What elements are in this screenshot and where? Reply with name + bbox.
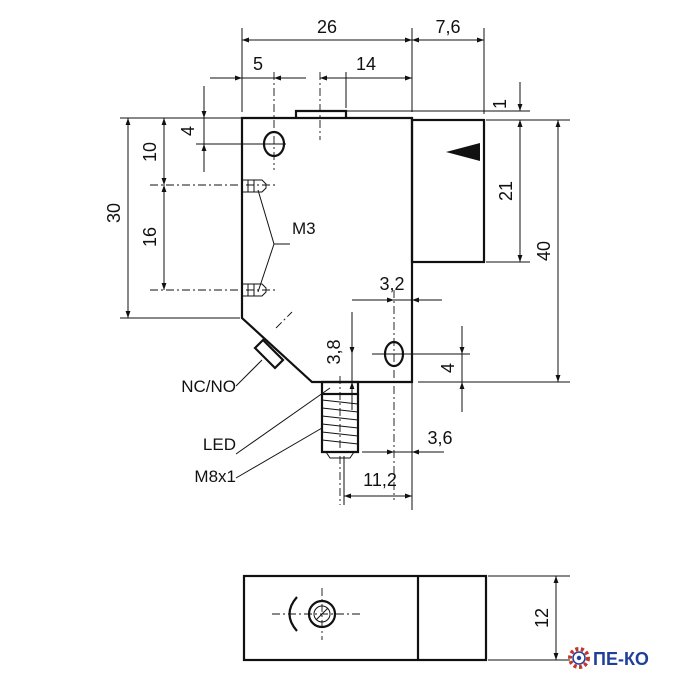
dim-4-top: 4: [178, 126, 198, 136]
dim-30: 30: [104, 203, 124, 223]
dim-14: 14: [356, 54, 376, 74]
dim-1: 1: [490, 99, 510, 109]
dim-16: 16: [140, 227, 160, 247]
dim-5: 5: [253, 54, 263, 74]
sensor-body-side-view: [240, 109, 486, 459]
dim-11-2: 11,2: [363, 470, 397, 490]
dimension-lines: [125, 37, 561, 499]
dim-10: 10: [140, 142, 160, 162]
label-nc-no: NC/NO: [181, 377, 236, 396]
dim-3-8: 3,8: [324, 339, 344, 364]
sensor-body-top-view: [242, 574, 570, 662]
lens-arrow-icon: [446, 143, 480, 161]
label-m3: M3: [292, 219, 316, 238]
dim-7-6: 7,6: [435, 17, 460, 37]
dim-3-2: 3,2: [379, 274, 404, 294]
dim-40: 40: [534, 241, 554, 261]
dim-21: 21: [496, 181, 516, 201]
dim-4-bottom: 4: [438, 363, 458, 373]
label-led: LED: [203, 435, 236, 454]
dim-26: 26: [317, 17, 337, 37]
center-lines: [150, 72, 470, 505]
gear-icon: [568, 647, 590, 669]
logo-text: ПЕ-КО: [593, 649, 649, 669]
brand-logo: ПЕ-КО: [568, 647, 649, 669]
label-m8x1: M8x1: [194, 467, 236, 486]
dim-3-6: 3,6: [427, 428, 452, 448]
dim-12: 12: [532, 608, 552, 628]
callout-leaders: [235, 189, 331, 479]
